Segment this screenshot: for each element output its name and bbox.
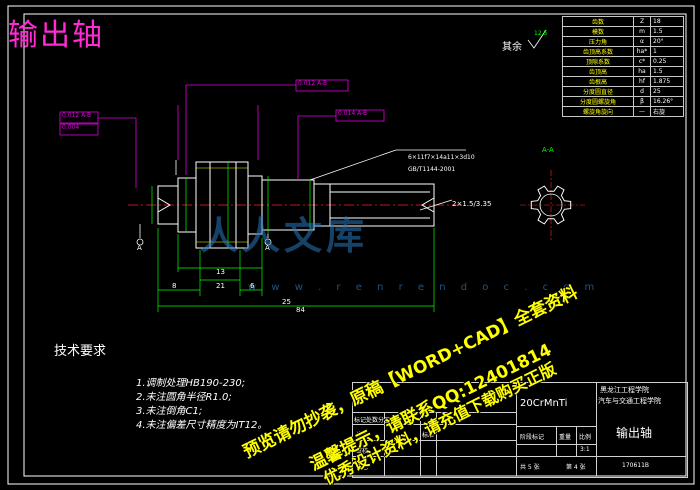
outer-frame: [7, 5, 695, 485]
dim-21: 21: [216, 282, 225, 290]
dimension-lines: [151, 162, 435, 312]
param-symbol: ha*: [633, 46, 651, 57]
param-symbol: β: [633, 96, 651, 107]
param-name: 分度圆直径: [562, 86, 634, 97]
dim-8: 8: [172, 282, 177, 290]
row-label-1: 设计: [356, 432, 369, 439]
param-name: 分度圆螺旋角: [562, 96, 634, 107]
dim-6: 6: [250, 282, 255, 290]
param-row: 螺旋角旋向—右旋: [562, 106, 684, 117]
tech-req-item: 2.未注圆角半径R1.0;: [136, 392, 232, 403]
param-value: 18: [650, 16, 684, 27]
runout-left-2: 0.004: [62, 124, 80, 131]
param-name: 齿顶高系数: [562, 46, 634, 57]
param-name: 顶隙系数: [562, 56, 634, 67]
shaft-outline: [157, 161, 435, 249]
spline-standard: GB/T1144-2001: [408, 166, 456, 173]
tolerance-frames: [59, 79, 385, 188]
center-hole-spec: 2×1.5/3.35: [452, 200, 492, 208]
section-label: A-A: [542, 146, 554, 154]
drawing-title: 输出轴: [8, 18, 104, 53]
param-symbol: ha: [633, 66, 651, 77]
dim-13: 13: [216, 268, 225, 276]
gear-pitch-lines: [196, 167, 248, 243]
stage-label: 阶段标记: [520, 434, 545, 441]
watermark-logo: 人人文库: [200, 213, 369, 258]
sheet-number: 第 4 张: [566, 464, 586, 471]
param-value: 20°: [650, 36, 684, 47]
param-value: 1.875: [650, 76, 684, 87]
param-symbol: hf: [633, 76, 651, 87]
param-name: 齿数: [562, 16, 634, 27]
spline-leader: [309, 149, 466, 181]
title-block: [352, 382, 688, 478]
part-name: 输出轴: [616, 426, 653, 440]
param-symbol: m: [633, 26, 651, 37]
school-line-2: 汽车与交通工程学院: [598, 397, 661, 405]
runout-top: 0.012 A-B: [298, 80, 328, 87]
param-symbol: —: [633, 106, 651, 117]
datum-a-left: A: [137, 244, 142, 252]
param-value: 1: [650, 46, 684, 57]
tech-req-item: 1.调制处理HB190-230;: [136, 378, 246, 389]
scale-label: 比例: [579, 434, 592, 441]
std-label: 标准: [422, 432, 435, 439]
param-name: 模数: [562, 26, 634, 37]
param-value: 1.5: [650, 66, 684, 77]
dim-84: 84: [296, 306, 305, 314]
param-symbol: c*: [633, 56, 651, 67]
param-name: 压力角: [562, 36, 634, 47]
param-value: 16.26°: [650, 96, 684, 107]
param-value: 右旋: [650, 106, 684, 117]
param-symbol: d: [633, 86, 651, 97]
school-line-1: 黑龙江工程学院: [600, 386, 649, 394]
tech-req-heading: 技术要求: [54, 344, 107, 359]
param-name: 齿顶高: [562, 66, 634, 77]
runout-mid: 0.014 A-B: [338, 110, 368, 117]
runout-left-1: 0.012 A-B: [62, 112, 92, 119]
param-value: 1.5: [650, 26, 684, 37]
row-label-3: 工艺: [356, 464, 369, 471]
weight-label: 重量: [559, 434, 572, 441]
roughness-note: 其余: [502, 42, 522, 53]
param-symbol: Z: [633, 16, 651, 27]
scale-value: 3:1: [580, 446, 590, 453]
section-a-a: [520, 170, 585, 240]
inner-frame: [23, 13, 687, 477]
dim-25: 25: [282, 298, 291, 306]
tech-req-item: 4.未注偏差尺寸精度为IT12。: [136, 420, 268, 431]
datum-markers: [136, 224, 272, 246]
param-name: 螺旋角旋向: [562, 106, 634, 117]
param-value: 25: [650, 86, 684, 97]
datum-a-right: A: [265, 244, 270, 252]
param-name: 齿根高: [562, 76, 634, 87]
row-label-0: 标记处数分区: [354, 417, 391, 424]
tech-req-item: 3.未注倒角C1;: [136, 406, 203, 417]
row-label-2: 审核: [356, 448, 369, 455]
roughness-symbol: [527, 29, 547, 49]
param-symbol: α: [633, 36, 651, 47]
roughness-value: 12.5: [534, 30, 548, 37]
material: 20CrMnTi: [520, 398, 568, 409]
drawing-number: 170611B: [622, 462, 650, 469]
spline-spec: 6×11f7×14a11×3d10: [408, 154, 475, 161]
param-value: 0.25: [650, 56, 684, 67]
center-hole-leader: [419, 199, 453, 211]
watermark-url: w w w . r e n r e n d o c . c o m: [248, 282, 601, 293]
sheets-total: 共 5 张: [520, 464, 540, 471]
